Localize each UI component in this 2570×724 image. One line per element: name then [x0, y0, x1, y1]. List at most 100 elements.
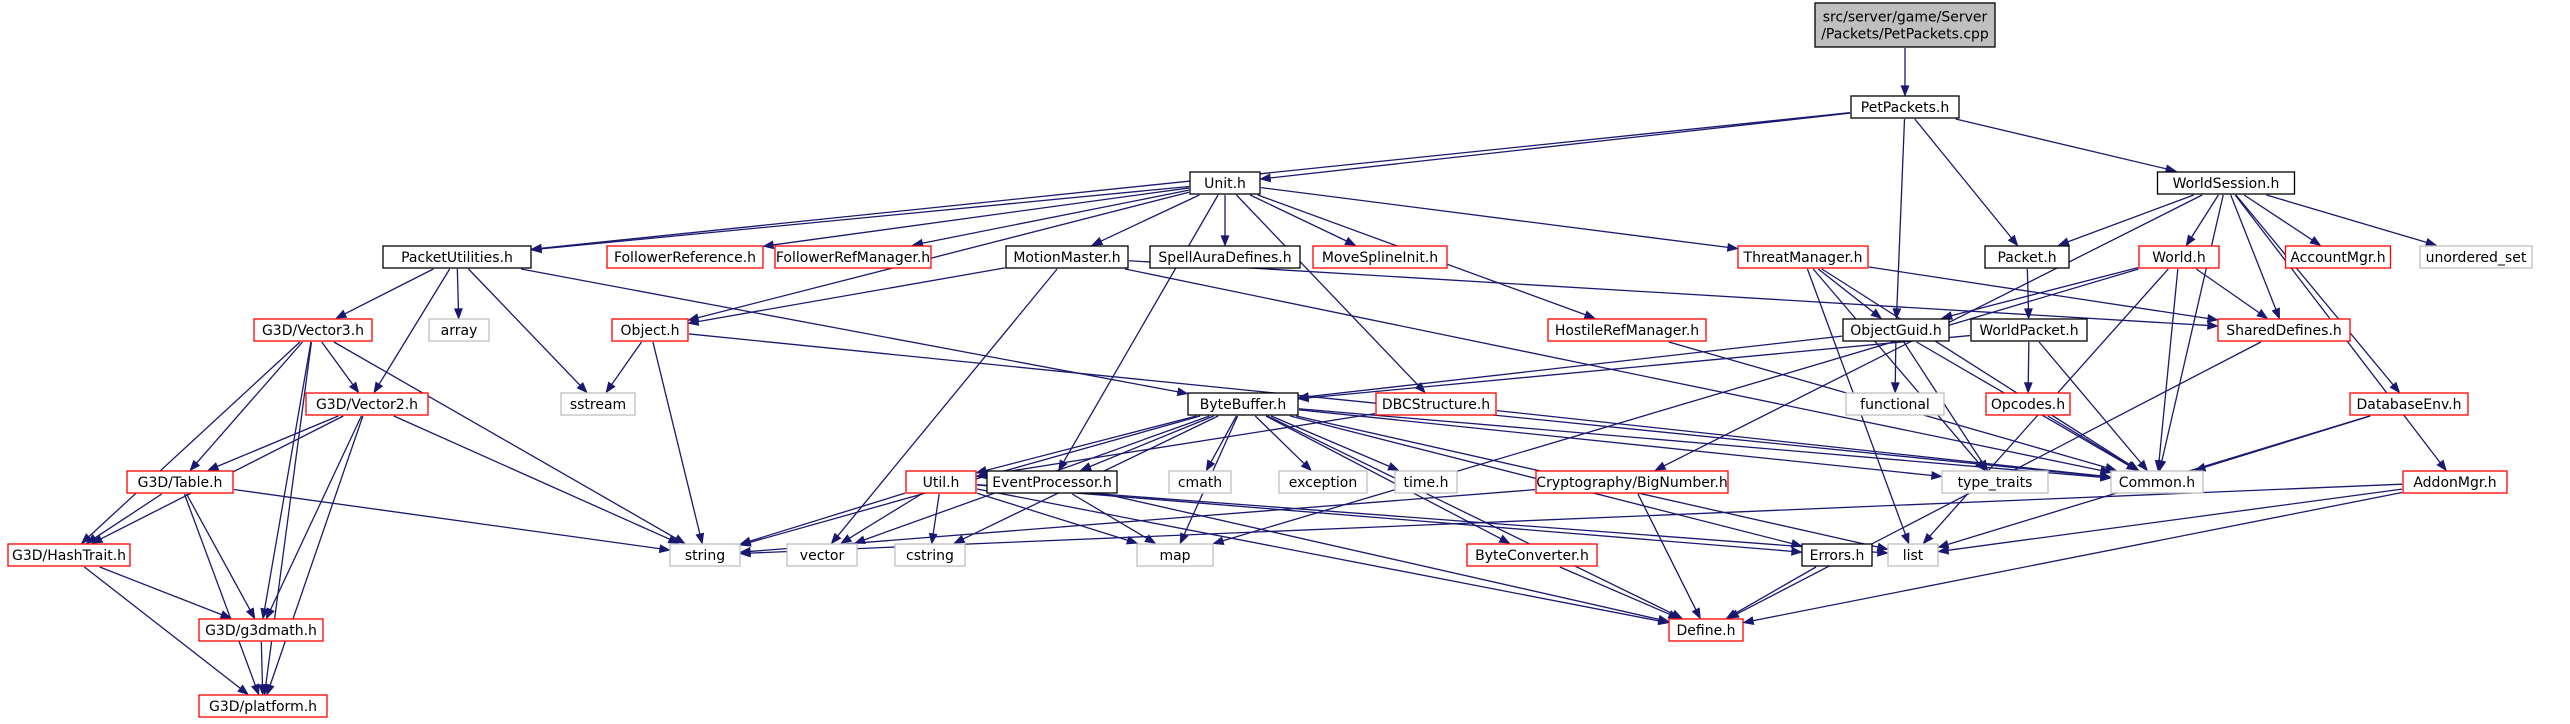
node-functional[interactable]: functional [1845, 392, 1945, 416]
node-box [1737, 245, 1869, 269]
edge-line [540, 185, 1190, 250]
edge-arrowhead [1259, 173, 1272, 183]
node-world[interactable]: World.h [2138, 245, 2220, 269]
node-cstring[interactable]: cstring [894, 543, 966, 567]
node-spellauradefines[interactable]: SpellAuraDefines.h [1149, 245, 1301, 269]
node-objectguid[interactable]: ObjectGuid.h [1842, 318, 1950, 342]
edge-line [976, 488, 1660, 622]
node-platform[interactable]: G3D/platform.h [198, 694, 328, 718]
node-label: type_traits [1958, 475, 2033, 491]
edge-arrowhead [237, 684, 249, 696]
node-timeh[interactable]: time.h [1394, 470, 1458, 494]
node-type_traits[interactable]: type_traits [1941, 470, 2049, 494]
edge-line [1062, 194, 1219, 463]
edge-line [1559, 566, 1671, 616]
node-list[interactable]: list [1887, 543, 1939, 567]
node-bytebuffer[interactable]: ByteBuffer.h [1187, 392, 1299, 416]
node-bignumber[interactable]: Cryptography/BigNumber.h [1535, 470, 1729, 494]
node-hashtrait[interactable]: G3D/HashTrait.h [7, 543, 131, 567]
edge-line [88, 341, 301, 538]
node-unit[interactable]: Unit.h [1189, 171, 1261, 195]
node-exception[interactable]: exception [1278, 470, 1368, 494]
edge-util-to-string [739, 492, 906, 546]
edge-packet-to-worldpacket [2023, 268, 2033, 320]
node-box [1278, 470, 1368, 494]
node-databaseenv[interactable]: DatabaseEnv.h [2349, 392, 2469, 416]
edge-arrowhead [1937, 540, 1950, 549]
edge-util-to-errors [976, 484, 1803, 556]
node-byteconverter[interactable]: ByteConverter.h [1466, 543, 1598, 567]
node-vector[interactable]: vector [786, 543, 858, 567]
node-vector2[interactable]: G3D/Vector2.h [305, 392, 429, 416]
node-label: unordered_set [2426, 250, 2527, 266]
edge-bytebuffer-to-eventprocessor [1079, 415, 1214, 471]
node-packet[interactable]: Packet.h [1984, 245, 2070, 269]
node-packetutilities[interactable]: PacketUtilities.h [382, 245, 532, 269]
node-dbcstructure[interactable]: DBCStructure.h [1375, 392, 1497, 416]
node-table[interactable]: G3D/Table.h [126, 470, 234, 494]
edge-util-to-list [976, 484, 1889, 557]
node-vector3[interactable]: G3D/Vector3.h [253, 318, 373, 342]
edge-line [1914, 118, 2013, 239]
edge-unit-to-followerreference [762, 187, 1190, 250]
node-eventprocessor[interactable]: EventProcessor.h [986, 470, 1118, 494]
edge-line [2026, 268, 2030, 310]
node-accountmgr[interactable]: AccountMgr.h [2284, 245, 2392, 269]
edge-line [2243, 194, 2313, 241]
node-shareddefines[interactable]: SharedDefines.h [2217, 318, 2351, 342]
edge-line [1955, 118, 2167, 170]
node-motionmaster[interactable]: MotionMaster.h [1005, 245, 1129, 269]
node-map[interactable]: map [1136, 543, 1214, 567]
node-opcodes[interactable]: Opcodes.h [1985, 392, 2071, 416]
node-worldpacket[interactable]: WorldPacket.h [1970, 318, 2088, 342]
edge-arrowhead [266, 683, 275, 696]
edge-arrowhead [2023, 308, 2033, 320]
node-cmath[interactable]: cmath [1168, 470, 1232, 494]
edge-arrowhead [2389, 381, 2401, 394]
edge-arrowhead [348, 381, 360, 394]
edge-line [749, 488, 1536, 553]
node-root[interactable]: src/server/game/Server/Packets/PetPacket… [1814, 2, 1996, 48]
node-errors[interactable]: Errors.h [1801, 543, 1873, 567]
edge-line [84, 566, 241, 689]
edge-arrowhead [1657, 614, 1670, 624]
node-followerrefmanager[interactable]: FollowerRefManager.h [774, 245, 932, 269]
edge-arrowhead [1297, 393, 1310, 403]
node-g3dmath[interactable]: G3D/g3dmath.h [198, 618, 324, 642]
edge-worldpacket-to-bytebuffer [1297, 334, 1971, 403]
edge-arrowhead [1742, 616, 1755, 625]
node-common[interactable]: Common.h [2110, 470, 2204, 494]
edge-arrowhead [840, 534, 853, 544]
edge-object-to-sstream [605, 341, 643, 394]
node-define[interactable]: Define.h [1668, 618, 1744, 642]
node-util[interactable]: Util.h [905, 470, 977, 494]
edge-arrowhead [207, 462, 220, 471]
edge-arrowhead [1877, 547, 1889, 557]
edge-arrowhead [2424, 237, 2438, 247]
edge-packetutilities-to-array [453, 268, 463, 320]
node-hostilerefmanager[interactable]: HostileRefManager.h [1547, 318, 1707, 342]
node-unordered_set[interactable]: unordered_set [2419, 245, 2533, 269]
edge-line [611, 341, 643, 386]
node-movesplineinit[interactable]: MoveSplineInit.h [1312, 245, 1448, 269]
edge-line [922, 189, 1190, 244]
node-label: map [1159, 548, 1190, 564]
node-worldsession[interactable]: WorldSession.h [2156, 171, 2296, 195]
edge-line [2266, 194, 2428, 244]
node-object[interactable]: Object.h [611, 318, 689, 342]
node-followerreference[interactable]: FollowerReference.h [606, 245, 764, 269]
node-label: string [685, 548, 725, 564]
edge-arrowhead [1212, 536, 1225, 545]
node-label: Util.h [923, 475, 960, 491]
node-label: AddonMgr.h [2413, 475, 2496, 491]
node-addonmgr[interactable]: AddonMgr.h [2402, 470, 2508, 494]
node-box [1668, 618, 1744, 642]
node-petpackets[interactable]: PetPackets.h [1850, 95, 1960, 119]
node-array[interactable]: array [428, 318, 490, 342]
node-sstream[interactable]: sstream [560, 392, 636, 416]
node-threatmanager[interactable]: ThreatManager.h [1737, 245, 1869, 269]
edge-objectguid-to-functional [1890, 341, 1900, 394]
edge-arrowhead [1387, 462, 1400, 471]
edge-arrowhead [1791, 546, 1803, 556]
node-string[interactable]: string [669, 543, 741, 567]
